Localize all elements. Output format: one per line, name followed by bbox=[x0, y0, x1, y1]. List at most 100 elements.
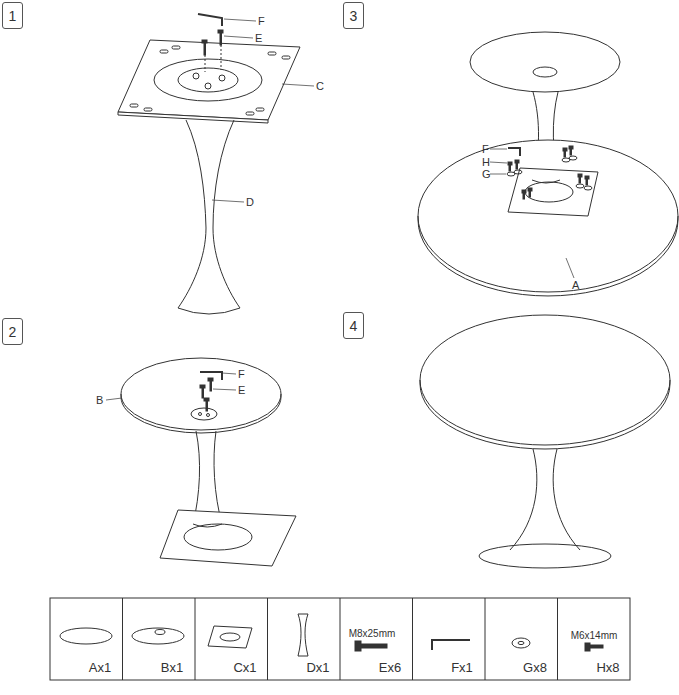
part-icons-part bbox=[298, 614, 308, 656]
parts-table-part bbox=[557, 598, 558, 680]
part-icons-part bbox=[60, 628, 112, 644]
part-letter: E bbox=[255, 32, 262, 44]
part-letter: F bbox=[258, 15, 265, 27]
assembled-table bbox=[420, 315, 670, 568]
mounting-plate-part bbox=[256, 108, 264, 111]
part-icons bbox=[60, 614, 603, 656]
part-letter: B bbox=[96, 394, 103, 406]
screw-size: M6x14mm bbox=[571, 630, 618, 641]
screws-e-part bbox=[210, 381, 212, 391]
screws-e bbox=[200, 378, 213, 411]
table-top-a-part bbox=[418, 216, 678, 296]
part-icons-part-part bbox=[355, 641, 361, 651]
mounting-plate-part bbox=[282, 56, 290, 59]
mounting-plate-part bbox=[246, 112, 254, 115]
leader-lines bbox=[212, 19, 314, 202]
screws-h-part bbox=[570, 149, 572, 155]
pedestal-leg-part bbox=[184, 524, 252, 550]
leader-lines-part bbox=[490, 174, 506, 175]
mounting-plate-part bbox=[525, 182, 573, 202]
leader-lines-part bbox=[490, 149, 507, 150]
top-plate-part bbox=[121, 394, 281, 433]
mounting-plate-part bbox=[118, 40, 300, 120]
top-plate-part bbox=[199, 413, 202, 416]
mounting-plate-part bbox=[268, 52, 276, 55]
part-icons-part bbox=[355, 641, 387, 651]
part-icons-part bbox=[585, 643, 603, 651]
screws-h-part bbox=[529, 191, 531, 197]
parts-table bbox=[50, 598, 630, 680]
screws-h-part bbox=[509, 165, 511, 171]
leader-lines-part bbox=[282, 84, 314, 86]
table-top-a-part bbox=[418, 140, 678, 292]
pedestal-leg-part bbox=[213, 120, 240, 308]
screws-h-part bbox=[579, 177, 581, 183]
pedestal-leg-part bbox=[214, 431, 222, 524]
table-top-a bbox=[418, 140, 678, 296]
top-plate-part bbox=[191, 408, 217, 420]
assembled-table-part bbox=[510, 449, 537, 550]
leader-lines bbox=[490, 149, 574, 278]
allen-key bbox=[200, 372, 222, 380]
parts-table-part bbox=[50, 598, 630, 680]
parts-table-part bbox=[122, 598, 123, 680]
part-icons-part bbox=[132, 628, 184, 644]
part-icons-part bbox=[512, 638, 530, 648]
screws-e bbox=[202, 30, 223, 72]
washers-g-part bbox=[584, 186, 592, 190]
mounting-plate-part bbox=[154, 59, 262, 101]
part-icons-part-part bbox=[590, 645, 603, 648]
parts-table-part bbox=[267, 598, 268, 680]
parts-table-part bbox=[195, 598, 196, 680]
top-plate-part bbox=[121, 358, 281, 430]
allen-key-part bbox=[198, 14, 222, 26]
part-icons-part bbox=[155, 630, 165, 635]
assembled-table-part bbox=[420, 315, 670, 445]
part-count: Hx8 bbox=[596, 661, 619, 675]
step-number: 1 bbox=[9, 8, 17, 24]
leader-lines-part bbox=[566, 258, 574, 278]
allen-key-part bbox=[508, 148, 520, 156]
screws-h bbox=[508, 146, 589, 199]
small-top-part bbox=[533, 67, 557, 77]
assembled-table-part bbox=[553, 449, 580, 550]
screws-h-part bbox=[523, 193, 525, 199]
screw-size: M8x25mm bbox=[349, 628, 396, 639]
part-count: Ax1 bbox=[89, 661, 111, 675]
part-icons-part bbox=[518, 641, 524, 644]
mounting-plate-part bbox=[193, 73, 199, 79]
mounting-plate-part bbox=[178, 68, 238, 92]
mounting-plate-part bbox=[118, 112, 268, 123]
mounting-plate-part bbox=[130, 104, 138, 107]
parts-table-part bbox=[340, 598, 341, 680]
part-letter: D bbox=[246, 196, 254, 208]
allen-key-part bbox=[200, 372, 222, 380]
pedestal-leg-part bbox=[178, 120, 206, 308]
assembled-table-part bbox=[479, 544, 611, 568]
pedestal-leg bbox=[160, 431, 296, 566]
step-number: 3 bbox=[350, 8, 358, 24]
step-number-box: 2 bbox=[2, 318, 23, 345]
screws-e-part bbox=[204, 43, 206, 55]
screws-h-part bbox=[586, 179, 588, 185]
part-count: Cx1 bbox=[233, 661, 256, 675]
screws-e-part bbox=[220, 33, 222, 45]
part-count: Gx8 bbox=[523, 661, 547, 675]
part-icons-part bbox=[432, 640, 470, 650]
step-number-box: 3 bbox=[343, 2, 364, 29]
part-letter: F bbox=[482, 143, 489, 155]
part-count: Ex6 bbox=[379, 661, 401, 675]
leader-lines-part bbox=[106, 398, 122, 400]
part-count: Fx1 bbox=[451, 661, 473, 675]
screws-e-part bbox=[205, 55, 206, 72]
leader-lines bbox=[106, 373, 236, 400]
pedestal-leg-part bbox=[178, 308, 240, 314]
screws-e-part bbox=[206, 401, 208, 411]
pedestal-leg bbox=[178, 120, 240, 314]
mounting-plate-part bbox=[205, 83, 211, 89]
part-count: Dx1 bbox=[306, 661, 329, 675]
parts-table-part bbox=[485, 598, 486, 680]
small-top-part bbox=[470, 32, 620, 92]
